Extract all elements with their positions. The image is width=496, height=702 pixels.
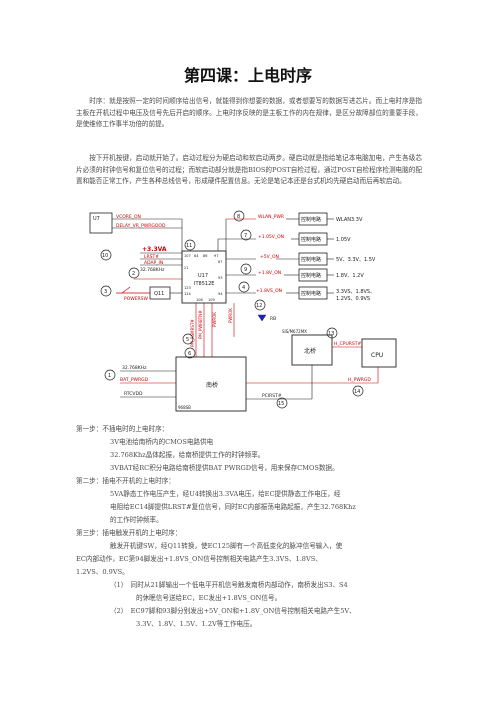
pin-label: 21 [184, 266, 188, 270]
cpu-label: CPU [371, 352, 383, 359]
step-line: 电阻给EC14脚提供LRST#复位信号，同时EC内部振荡电路起振，产生32.76… [110, 503, 356, 511]
xtal-ec-label: 32.768KHz [140, 267, 165, 273]
step-line: 的工作时钟频率。 [110, 516, 163, 524]
southbridge-label: 南桥 [206, 381, 218, 389]
control-circuit-label: 控制电路 [301, 236, 321, 243]
step-number: 8 [237, 214, 240, 220]
control-circuit-label: 控制电路 [301, 272, 321, 279]
step-heading: 第一步：不插电时的上电时序： [76, 425, 169, 433]
step-number: 7 [244, 233, 247, 239]
step-number: 3 [104, 289, 107, 295]
pm-pwrbtn-label: PM_PWRBTN# [198, 310, 203, 339]
intro-paragraph-2: 按下开机按键，启动就开始了。启动过程分为硬启动和软启动两步。硬启动就是指给笔记本… [76, 154, 422, 186]
output-wlan: WLAN3.3V [336, 217, 363, 223]
v18-on-label: +1.8V_ON [258, 270, 281, 276]
ec-u17-label: U17 [198, 273, 208, 279]
output-18: 1.8V、1.2V [336, 273, 364, 279]
u7-box [89, 212, 113, 234]
h-cpurst-label: H_CPURST# [334, 341, 362, 347]
pin-label: 97 [214, 254, 218, 258]
power-sequence-diagram: U7 VCORE_ON DELAY_VR_PWRGOOD +3.3VA LRST… [89, 210, 397, 412]
step-line: 3VBAT经RC积分电路给南桥提供BAT PWRGD信号，用来保存CMOS数据。 [110, 464, 339, 472]
h-pwrgd-label: H_PWRGD [348, 377, 371, 383]
intro-paragraph-1: 时序：就是按照一定的时间顺序给出信号，就能得到你想要的数据，或者想要写的数据写进… [76, 97, 422, 129]
step-heading: 第二步：插电不开机的上电时序： [76, 477, 175, 485]
step-line: 触发开机键SW，经Q11转换，使EC125脚有一个高低变化的脉冲信号输入，使 [110, 542, 343, 550]
step-number: 12 [256, 303, 262, 309]
step-number: 1 [108, 373, 111, 379]
v5-on-label: +5V_ON [260, 254, 279, 260]
step-number: 15 [278, 401, 284, 407]
step-number: 2 [132, 271, 135, 277]
output-105: 1.05V [336, 237, 351, 243]
wlan-pwr-label: WLAN_PWR [258, 214, 284, 220]
bat-pwrgd-label: BAT_PWRGD [120, 377, 149, 383]
rb-label: RB [270, 316, 276, 322]
step-heading: 第三步：插电触发开机的上电时序： [76, 529, 182, 537]
pin-label: 86 [203, 254, 207, 258]
adap-in-label: ADAP_IN [144, 260, 163, 266]
southbridge-model: 968SB [178, 405, 191, 410]
step-number: 5 [186, 337, 189, 343]
step-number: 4 [242, 285, 245, 291]
output-5v: 5V、3.3V、1.5V [336, 257, 376, 263]
pwrok-right-label: PWROK [228, 308, 233, 323]
step-number: 10 [102, 253, 108, 259]
pin-label: 109 [208, 298, 215, 302]
step-number: 6 [188, 351, 191, 357]
step-line: EC内部动作，EC第94脚发出+1.8VS_ON信号控制相关电路产生3.3VS、… [76, 555, 322, 563]
step-line: 3V电池给南桥内的CMOS电路供电 [110, 438, 214, 446]
xtal-sb-label: 32.768KHz [122, 365, 147, 371]
step-number: 14 [354, 389, 360, 395]
step-line: 32.768Khz晶体起振，给南桥提供工作的时钟频率。 [110, 451, 265, 459]
control-circuit-label: 控制电路 [301, 290, 321, 297]
pin-label: 124 [184, 292, 191, 296]
pin-label: 107 [184, 254, 191, 258]
ec-model-label: IT8512E [194, 281, 214, 287]
u7-label: U7 [93, 216, 100, 222]
rtcvdd-label: RTCVDD [124, 391, 143, 397]
control-circuit-label: 控制电路 [301, 256, 321, 263]
step-line: 3.3V、1.8V、1.5V、1.2V等工作电压。 [136, 620, 257, 628]
vcore-on-label: VCORE_ON [116, 214, 141, 220]
northbridge-model: SIS/M672MX [282, 329, 307, 334]
step-line: （2） EC97脚和93脚分别发出+5V_ON和+1.8V_ON信号控制相关电路… [110, 607, 356, 615]
step-line: （1） 同时从21脚输出一个低电平开机信号触发南桥内部动作，南桥发出S3、S4 [110, 581, 348, 589]
plus33va-label: +3.3VA [142, 246, 167, 253]
pin-label: 123 [184, 286, 191, 290]
step-line: 的休眠信号送给EC，EC发出+1.8VS_ON信号。 [136, 594, 282, 602]
v18s-on-label: +1.8VS_ON [256, 288, 282, 294]
northbridge-label: 北桥 [304, 347, 316, 355]
step-number: 13 [328, 331, 334, 337]
control-circuit-label: 控制电路 [301, 216, 321, 223]
cpu-box [361, 338, 397, 368]
led-icon [257, 314, 267, 322]
powersw-label: POWERSW [124, 296, 149, 302]
lrst-label: LRST# [144, 254, 159, 260]
step-line: 5VA静态工作电压产生，经U4转换出3.3VA电压，给EC提供静态工作电压，经 [110, 490, 341, 498]
v105-on-label: +1.05V_ON [258, 234, 284, 240]
output-18s-line1: 3.3VS、1.8VS、 [336, 289, 375, 295]
page-title: 第四课：上电时序 [183, 66, 312, 85]
pin-label: 67 [218, 260, 222, 264]
step-number: 11 [186, 243, 192, 249]
step-markers: 8 7 10 11 2 3 9 4 12 5 6 1 13 1 [100, 210, 364, 409]
pin-label: 93 [218, 276, 222, 280]
step-number: 9 [244, 267, 247, 273]
pin-label: 84 [194, 254, 199, 258]
pin-label: 108 [196, 298, 203, 302]
southbridge-box [175, 356, 247, 412]
pcirst-label: PCIRST# [262, 393, 282, 399]
q11-label: Q11 [154, 291, 164, 297]
pm-rsmrst-label: PM_RSMRST# [190, 319, 195, 347]
output-18s-line2: 1.2VS、0.9VS [336, 296, 370, 302]
delay-vr-label: DELAY_VR_PWRGOOD [116, 223, 166, 229]
step-line: 1.2VS、0.9VS。 [76, 568, 129, 576]
pin-label: 94 [218, 292, 223, 296]
pwrok-label: PWROK [212, 312, 217, 327]
